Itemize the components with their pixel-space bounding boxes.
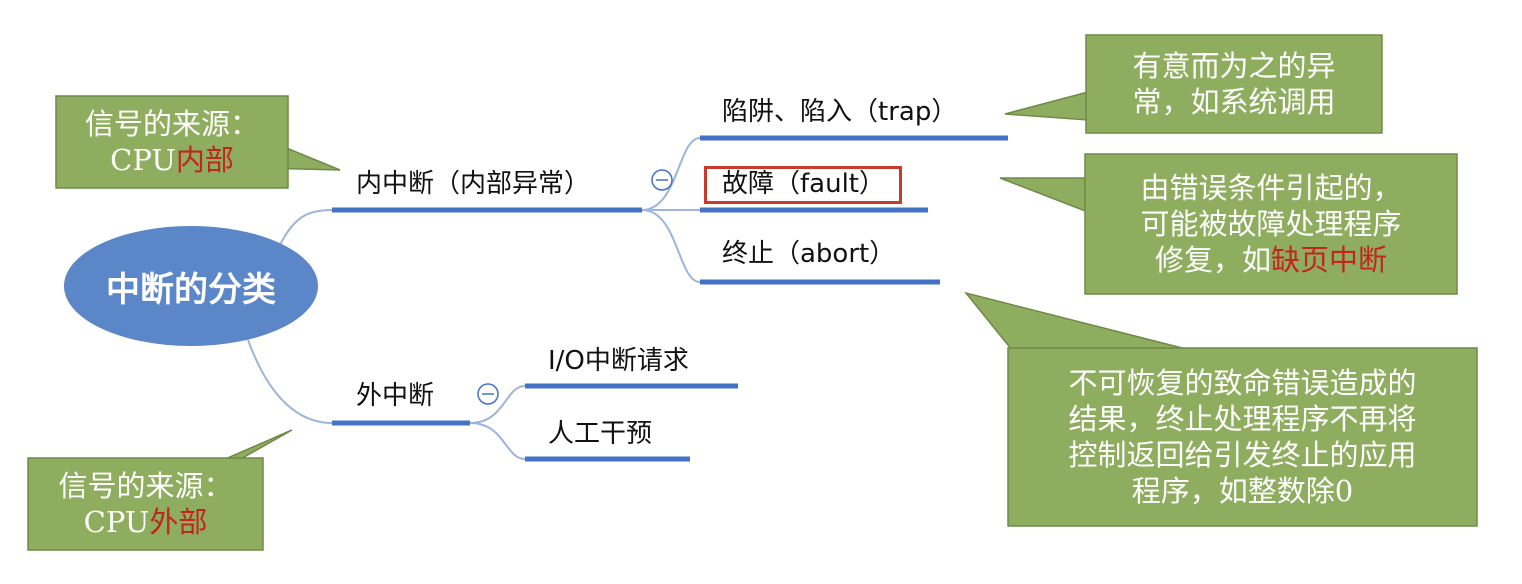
callout-internal-prefix: CPU: [110, 143, 176, 177]
callout-fault: 由错误条件引起的， 可能被故障处理程序 修复，如缺页中断: [1085, 154, 1457, 294]
callout-internal-highlight: 内部: [175, 143, 234, 177]
branch-external-label[interactable]: 外中断: [356, 381, 435, 411]
leaf-fault-label[interactable]: 故障（fault）: [722, 169, 885, 199]
connector-internal-abort: [641, 209, 701, 283]
callout-box-external-source: [27, 457, 264, 551]
callout-external-highlight: 外部: [149, 505, 208, 539]
callout-external-prefix: CPU: [83, 505, 150, 539]
callout-box-fault: [1084, 153, 1458, 295]
callout-fault-line2: 可能被故障处理程序: [1140, 207, 1402, 241]
root-label: 中断的分类: [106, 269, 276, 310]
callout-pointer-fault: [999, 177, 1089, 214]
callout-fault-line3-prefix: 修复，如: [1154, 243, 1271, 277]
connector-external-io: [469, 385, 526, 424]
connector-external-manual: [469, 422, 526, 460]
callout-external-source: 信号的来源： CPU外部: [28, 458, 263, 550]
callout-internal-line2: CPU内部: [56, 142, 288, 178]
connector-root-internal: [279, 209, 333, 246]
callout-box-trap: [1085, 34, 1383, 134]
callout-abort-line3: 控制返回给引发终止的应用: [1068, 438, 1417, 472]
callout-trap-line2: 常，如系统调用: [1132, 85, 1336, 119]
root-node[interactable]: 中断的分类: [64, 226, 318, 346]
callout-fault-line3-highlight: 缺页中断: [1271, 243, 1388, 277]
callout-abort: 不可恢复的致命错误造成的 结果，终止处理程序不再将 控制返回给引发终止的应用 程…: [1008, 348, 1477, 526]
branch-internal-label[interactable]: 内中断（内部异常）: [356, 169, 591, 199]
callout-box-internal-source: [55, 95, 289, 189]
callout-abort-line4: 程序，如整数除0: [1131, 474, 1354, 508]
leaf-trap-label[interactable]: 陷阱、陷入（trap）: [722, 97, 958, 127]
callout-box-abort: [1007, 347, 1478, 527]
callout-fault-line1: 由错误条件引起的，: [1140, 171, 1402, 205]
callout-external-line1: 信号的来源：: [58, 469, 233, 503]
callout-abort-line2: 结果，终止处理程序不再将: [1068, 402, 1417, 436]
callout-internal-source: 信号的来源： CPU内部: [56, 96, 288, 188]
leaf-abort-label[interactable]: 终止（abort）: [722, 239, 896, 269]
callout-internal-line1: 信号的来源：: [84, 107, 259, 141]
connector-internal-trap: [641, 137, 701, 211]
callout-abort-line1: 不可恢复的致命错误造成的: [1068, 366, 1417, 400]
fault-highlight-box: [704, 166, 902, 204]
callout-trap-line1: 有意而为之的异: [1132, 49, 1336, 83]
callout-pointer-abort: [964, 291, 1191, 351]
leaf-io-label[interactable]: I/O中断请求: [548, 346, 689, 376]
leaf-manual-label[interactable]: 人工干预: [548, 419, 653, 449]
callout-trap: 有意而为之的异 常，如系统调用: [1086, 35, 1382, 133]
callout-pointer-trap: [1004, 91, 1089, 121]
callout-external-line2: CPU外部: [28, 504, 263, 540]
callout-fault-line3: 修复，如缺页中断: [1085, 242, 1457, 278]
connector-root-external: [247, 339, 333, 424]
